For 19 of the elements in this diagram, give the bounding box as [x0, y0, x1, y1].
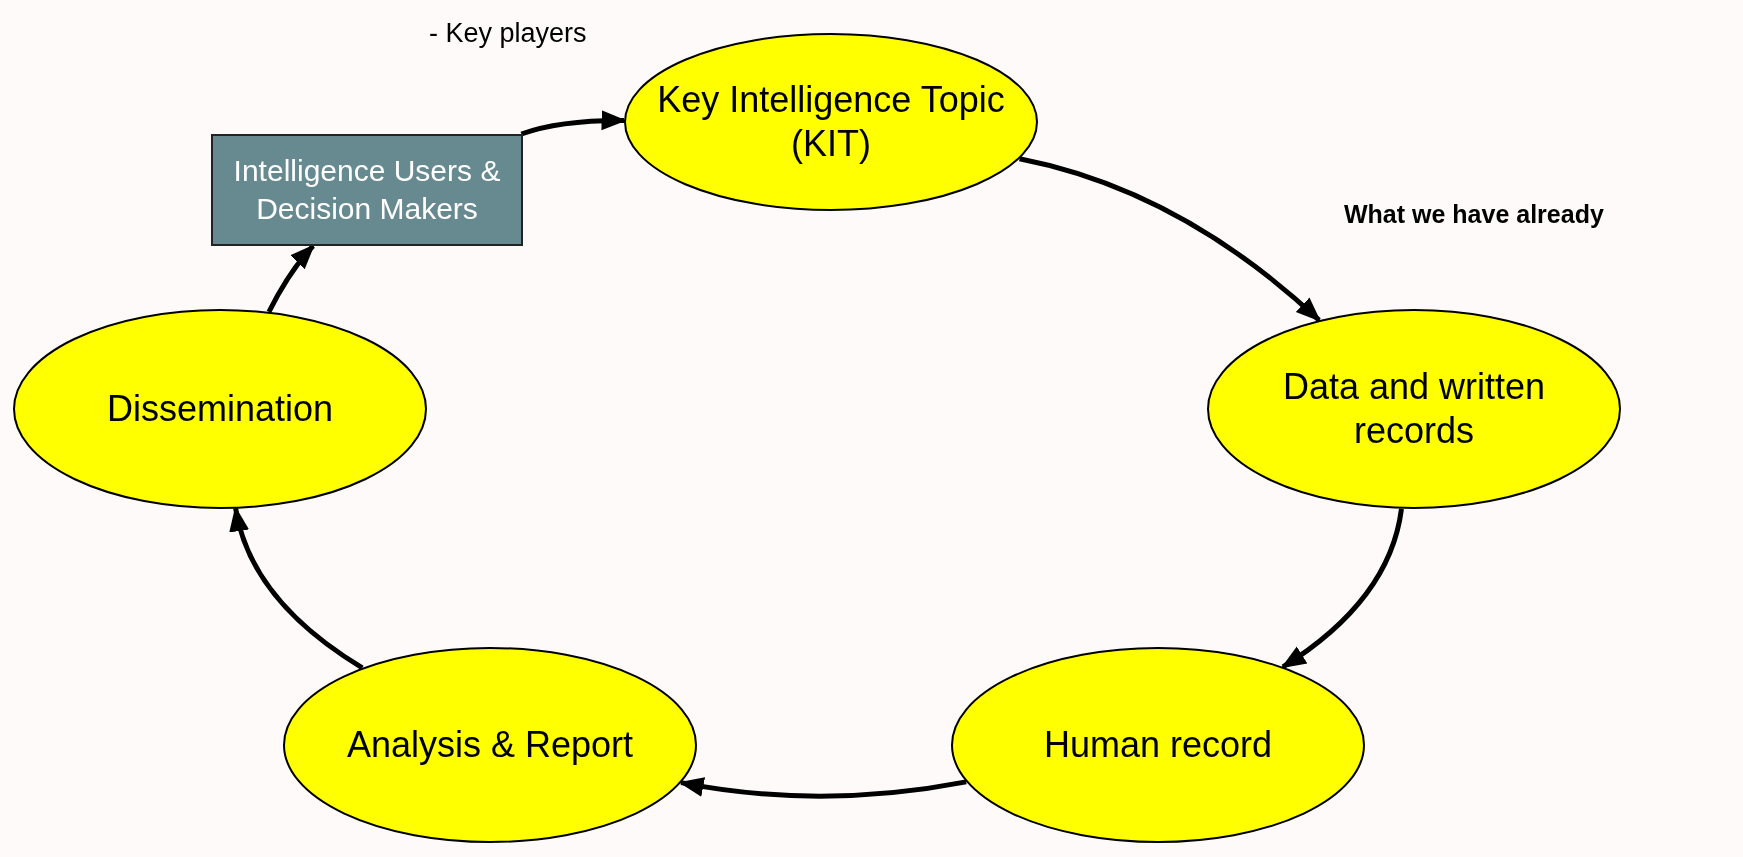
node-label: Key Intelligence Topic (KIT) [656, 78, 1006, 166]
node-label: Data and written records [1281, 365, 1547, 453]
arrow [678, 776, 967, 799]
node-label: Human record [1043, 723, 1273, 767]
arrow [230, 506, 364, 670]
arrow [1019, 156, 1321, 322]
node-label: Dissemination [106, 387, 334, 431]
node-label: Intelligence Users & Decision Makers [232, 152, 502, 227]
arrow [266, 244, 315, 313]
process-ellipse [1207, 309, 1621, 509]
process-ellipse [283, 647, 697, 843]
note-text: - Key players [429, 18, 587, 49]
process-box [211, 134, 523, 246]
note-text: What we have already [1344, 200, 1604, 229]
process-ellipse [951, 647, 1365, 843]
node-label: Analysis & Report [346, 723, 634, 767]
process-ellipse [624, 33, 1038, 211]
arrow [1280, 508, 1404, 669]
process-ellipse [13, 309, 427, 509]
